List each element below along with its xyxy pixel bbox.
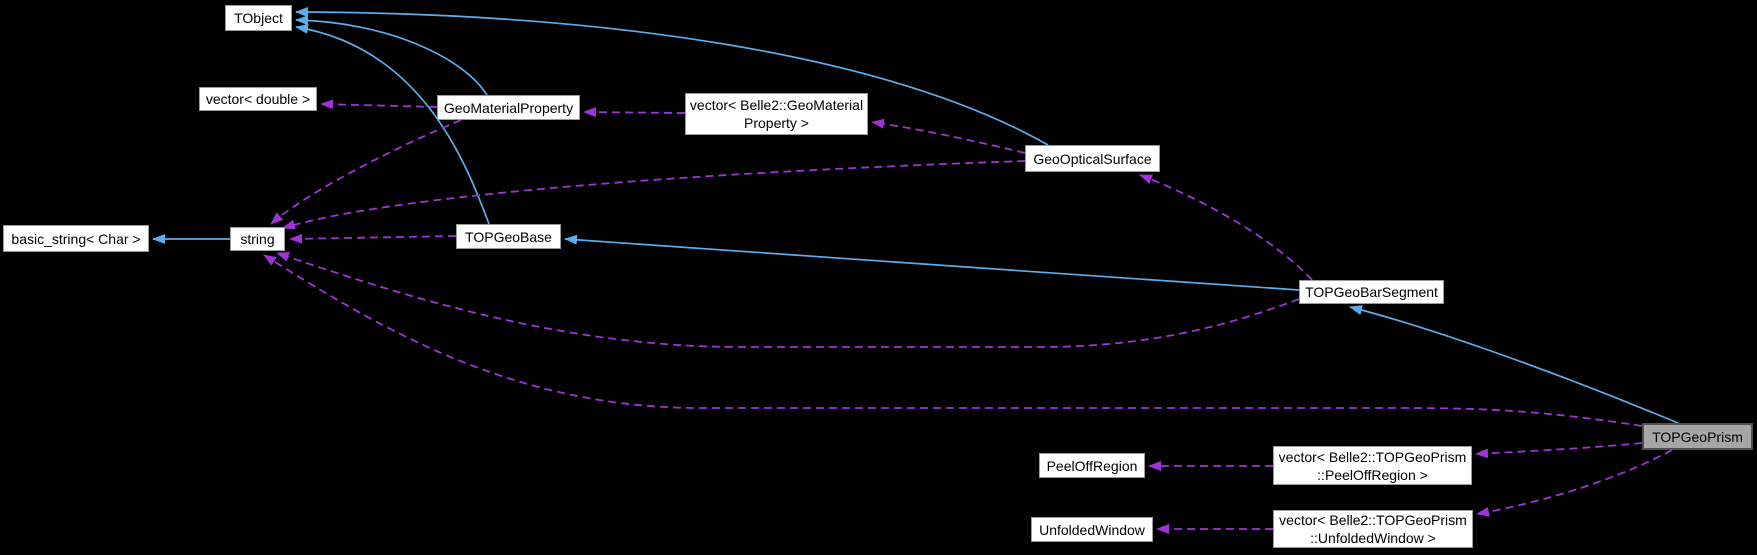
class-node-top_geo_prism[interactable]: TOPGeoPrism (1642, 423, 1753, 450)
class-node-label: TOPGeoPrism (1652, 428, 1743, 445)
class-node-label: string (240, 231, 275, 247)
edge-geo_material_property-to-vector_double-usage-arrow (320, 99, 438, 110)
edge-geo_optical_surface-to-string-usage-arrow (282, 160, 1026, 230)
class-node-label: UnfoldedWindow (1039, 521, 1145, 538)
edge-top_geo_bar_segment-to-string-usage-arrow (276, 252, 1300, 348)
class-node-label: basic_string< Char > (11, 230, 141, 247)
class-node-string[interactable]: string (230, 227, 285, 251)
class-node-label: vector< double > (205, 91, 311, 107)
class-node-label: vector< Belle2::TOPGeoPrism ::UnfoldedWi… (1279, 512, 1467, 546)
class-node-tobject[interactable]: TObject (225, 5, 292, 31)
class-node-label: TOPGeoBarSegment (1305, 284, 1438, 300)
class-node-geo_optical_surface[interactable]: GeoOpticalSurface (1025, 145, 1160, 172)
class-node-unfolded_window[interactable]: UnfoldedWindow (1031, 517, 1153, 542)
class-node-basic_string[interactable]: basic_string< Char > (3, 225, 149, 252)
edge-geo_optical_surface-to-tobject-inheritance-arrow (295, 7, 1049, 146)
class-node-vector_unfolded_window[interactable]: vector< Belle2::TOPGeoPrism ::UnfoldedWi… (1273, 510, 1473, 548)
edge-top_geo_prism-to-vector_peel_off_region-usage-arrow (1475, 442, 1643, 459)
edge-geo_material_property-to-string-usage-arrow (270, 119, 462, 225)
class-node-label: GeoOpticalSurface (1033, 150, 1152, 167)
edge-top_geo_prism-to-string-usage-arrow (263, 254, 1643, 427)
edge-top_geo_bar_segment-to-top_geo_base-inheritance-arrow (564, 234, 1300, 291)
class-node-label: vector< Belle2::TOPGeoPrism ::PeelOffReg… (1278, 448, 1467, 483)
class-node-label: GeoMaterialProperty (443, 99, 574, 116)
class-node-label: TObject (234, 10, 283, 26)
class-node-label: TOPGeoBase (465, 228, 552, 245)
class-node-top_geo_bar_segment[interactable]: TOPGeoBarSegment (1299, 280, 1444, 304)
class-node-geo_material_property[interactable]: GeoMaterialProperty (437, 95, 580, 120)
class-node-vector_peel_off_region[interactable]: vector< Belle2::TOPGeoPrism ::PeelOffReg… (1273, 446, 1472, 485)
class-node-peel_off_region[interactable]: PeelOffRegion (1039, 453, 1145, 478)
edge-top_geo_base-to-tobject-inheritance-arrow (295, 24, 490, 225)
edge-top_geo_base-to-string-usage-arrow (289, 233, 457, 244)
edge-geo_optical_surface-to-vector_geo_material_property-usage-arrow (871, 118, 1026, 154)
edge-top_geo_prism-to-top_geo_bar_segment-inheritance-arrow (1349, 305, 1679, 424)
class-node-label: vector< Belle2::GeoMaterial Property > (689, 97, 864, 131)
edge-vector_geo_material_property-to-geo_material_property-usage-arrow (583, 107, 686, 118)
edge-top_geo_prism-to-vector_unfolded_window-usage-arrow (1476, 449, 1673, 517)
class-node-vector_double[interactable]: vector< double > (199, 87, 317, 111)
class-node-top_geo_base[interactable]: TOPGeoBase (456, 224, 561, 249)
edge-geo_material_property-to-tobject-inheritance-arrow (295, 15, 488, 96)
edge-top_geo_bar_segment-to-geo_optical_surface-usage-arrow (1139, 174, 1313, 281)
class-node-vector_geo_material_property[interactable]: vector< Belle2::GeoMaterial Property > (685, 93, 868, 135)
class-node-label: PeelOffRegion (1046, 457, 1138, 474)
